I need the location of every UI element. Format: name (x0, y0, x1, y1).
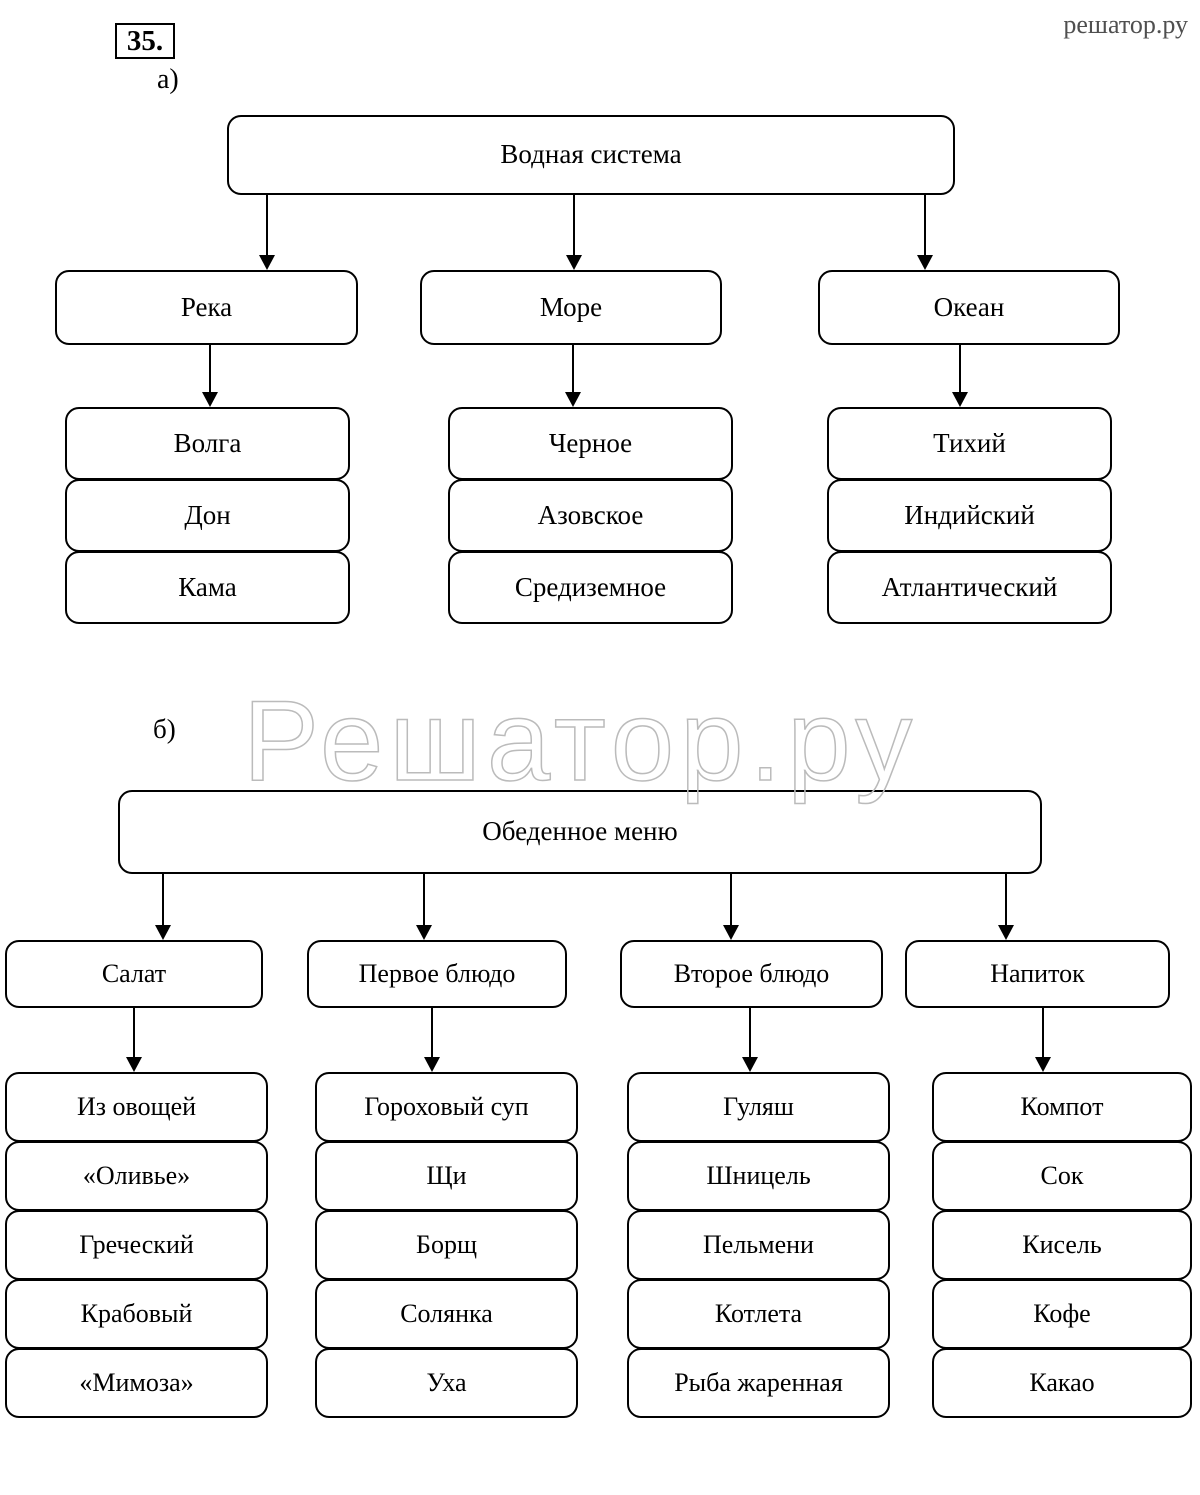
connector-line (572, 345, 574, 392)
connector-arrow (259, 255, 275, 270)
diagram-a-leaf-1-0: Черное (448, 407, 733, 480)
connector-line (431, 1008, 433, 1057)
diagram-b-leaf-0-3: Крабовый (5, 1279, 268, 1349)
connector-arrow (424, 1057, 440, 1072)
connector-line (573, 195, 575, 255)
diagram-b-root-node: Обеденное меню (118, 790, 1042, 874)
connector-line (133, 1008, 135, 1057)
problem-number-badge: 35. (115, 23, 175, 59)
diagram-b-leaf-2-4: Рыба жаренная (627, 1348, 890, 1418)
diagram-b-leaf-1-4: Уха (315, 1348, 578, 1418)
site-label: решатор.ру (1063, 10, 1188, 39)
connector-arrow (126, 1057, 142, 1072)
diagram-b-branch-2-node: Второе блюдо (620, 940, 883, 1008)
diagram-a-branch-1-node: Море (420, 270, 722, 345)
diagram-b-leaf-2-0: Гуляш (627, 1072, 890, 1142)
connector-line (209, 345, 211, 392)
diagram-b-leaf-0-1: «Оливье» (5, 1141, 268, 1211)
connector-line (266, 195, 268, 255)
diagram-b-leaf-2-3: Котлета (627, 1279, 890, 1349)
diagram-b-branch-0-node: Салат (5, 940, 263, 1008)
diagram-b-leaf-1-0: Гороховый суп (315, 1072, 578, 1142)
diagram-b-leaf-2-1: Шницель (627, 1141, 890, 1211)
diagram-b-leaf-0-0: Из овощей (5, 1072, 268, 1142)
connector-arrow (566, 255, 582, 270)
diagram-a-root-node: Водная система (227, 115, 955, 195)
diagram-b-leaf-1-2: Борщ (315, 1210, 578, 1280)
connector-line (162, 874, 164, 925)
connector-line (730, 874, 732, 925)
diagram-a-branch-2-node: Океан (818, 270, 1120, 345)
diagram-a-leaf-1-2: Средиземное (448, 551, 733, 624)
diagram-b-leaf-2-2: Пельмени (627, 1210, 890, 1280)
connector-arrow (742, 1057, 758, 1072)
connector-arrow (1035, 1057, 1051, 1072)
diagram-b-branch-1-node: Первое блюдо (307, 940, 567, 1008)
diagram-a-leaf-1-1: Азовское (448, 479, 733, 552)
diagram-a-branch-0-node: Река (55, 270, 358, 345)
connector-line (959, 345, 961, 392)
connector-arrow (917, 255, 933, 270)
diagram-b-leaf-3-2: Кисель (932, 1210, 1192, 1280)
diagram-b-leaf-1-3: Солянка (315, 1279, 578, 1349)
part-a-label: а) (157, 64, 179, 95)
diagram-b-leaf-3-1: Сок (932, 1141, 1192, 1211)
connector-line (423, 874, 425, 925)
connector-line (924, 195, 926, 255)
diagram-b-leaf-3-0: Компот (932, 1072, 1192, 1142)
diagram-b-leaf-1-1: Щи (315, 1141, 578, 1211)
diagram-b-branch-3-node: Напиток (905, 940, 1170, 1008)
watermark: Решатор.ру (242, 677, 919, 806)
diagram-a-leaf-0-1: Дон (65, 479, 350, 552)
connector-line (1042, 1008, 1044, 1057)
connector-arrow (155, 925, 171, 940)
connector-line (749, 1008, 751, 1057)
connector-arrow (416, 925, 432, 940)
diagram-a-leaf-2-2: Атлантический (827, 551, 1112, 624)
diagram-a-leaf-2-1: Индийский (827, 479, 1112, 552)
connector-arrow (952, 392, 968, 407)
connector-arrow (202, 392, 218, 407)
diagram-b-leaf-0-2: Греческий (5, 1210, 268, 1280)
diagram-a-leaf-0-0: Волга (65, 407, 350, 480)
connector-line (1005, 874, 1007, 925)
connector-arrow (565, 392, 581, 407)
diagram-b-leaf-3-4: Какао (932, 1348, 1192, 1418)
diagram-b-leaf-3-3: Кофе (932, 1279, 1192, 1349)
connector-arrow (998, 925, 1014, 940)
part-b-label: б) (153, 714, 176, 744)
diagram-b-leaf-0-4: «Мимоза» (5, 1348, 268, 1418)
connector-arrow (723, 925, 739, 940)
diagram-a-leaf-0-2: Кама (65, 551, 350, 624)
diagram-a-leaf-2-0: Тихий (827, 407, 1112, 480)
